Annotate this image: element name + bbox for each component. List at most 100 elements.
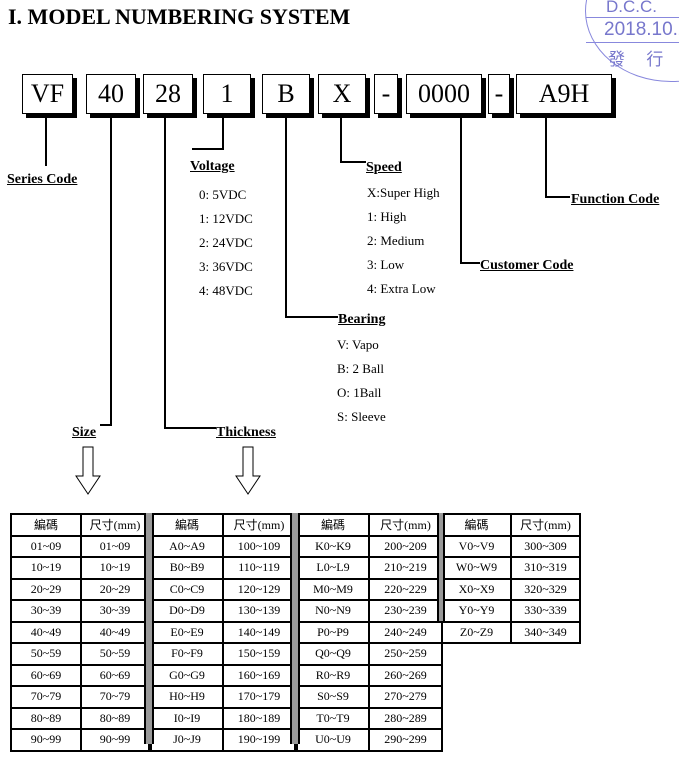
code-cell: H0~H9 xyxy=(150,685,224,709)
size-mm-header: 尺寸(mm) xyxy=(222,513,296,537)
code-cell: V0~V9 xyxy=(441,534,512,558)
dash-box: - xyxy=(488,74,510,114)
function-code-label: Function Code xyxy=(571,192,660,207)
connector-line xyxy=(545,196,570,198)
size-mm-cell: 210~219 xyxy=(368,556,443,580)
size-mm-cell: 50~59 xyxy=(80,642,150,666)
size-mm-cell: 90~99 xyxy=(80,728,150,752)
size-label: Size xyxy=(72,425,97,440)
connector-line xyxy=(340,118,342,163)
size-mm-cell: 290~299 xyxy=(368,728,443,752)
size-mm-cell: 200~209 xyxy=(368,534,443,558)
code-cell: F0~F9 xyxy=(150,642,224,666)
voltage-options: 0: 5VDC 1: 12VDC 2: 24VDC 3: 36VDC 4: 48… xyxy=(199,183,253,303)
code-cell: M0~M9 xyxy=(296,577,370,601)
size-mm-cell: 300~309 xyxy=(510,534,581,558)
connector-line xyxy=(222,118,224,150)
code-cell: X0~X9 xyxy=(441,577,512,601)
code-cell: Z0~Z9 xyxy=(441,620,512,644)
size-mm-cell: 260~269 xyxy=(368,663,443,687)
code-cell: L0~L9 xyxy=(296,556,370,580)
code-cell: G0~G9 xyxy=(150,663,224,687)
issue-stamp: D.C.C. 2018.10.29 發 行 章 xyxy=(585,0,679,82)
connector-line xyxy=(45,118,47,166)
size-mm-cell: 240~249 xyxy=(368,620,443,644)
connector-line xyxy=(285,118,287,318)
down-arrow-icon xyxy=(235,446,261,495)
voltage-option: 2: 24VDC xyxy=(199,235,253,250)
connector-line xyxy=(340,161,366,163)
customer-code-box: 0000 xyxy=(406,74,482,114)
code-header: 編碼 xyxy=(441,513,512,537)
size-mm-cell: 120~129 xyxy=(222,577,296,601)
down-arrow-icon xyxy=(75,446,101,495)
size-mm-cell: 250~259 xyxy=(368,642,443,666)
connector-line xyxy=(164,118,166,429)
code-cell: Q0~Q9 xyxy=(296,642,370,666)
voltage-label: Voltage xyxy=(190,159,235,174)
speed-option: 1: High xyxy=(367,209,407,224)
size-mm-cell: 100~109 xyxy=(222,534,296,558)
size-mm-header: 尺寸(mm) xyxy=(80,513,150,537)
size-mm-cell: 170~179 xyxy=(222,685,296,709)
size-mm-cell: 140~149 xyxy=(222,620,296,644)
code-cell: 80~89 xyxy=(10,706,82,730)
size-mm-cell: 190~199 xyxy=(222,728,296,752)
size-mm-cell: 30~39 xyxy=(80,599,150,623)
speed-option: X:Super High xyxy=(367,185,440,200)
dash-box: - xyxy=(374,74,398,114)
code-header: 編碼 xyxy=(10,513,82,537)
code-cell: K0~K9 xyxy=(296,534,370,558)
code-cell: E0~E9 xyxy=(150,620,224,644)
size-box: 40 xyxy=(86,74,136,114)
connector-line xyxy=(285,316,338,318)
code-cell: 10~19 xyxy=(10,556,82,580)
code-cell: 20~29 xyxy=(10,577,82,601)
thickness-box: 28 xyxy=(143,74,193,114)
speed-label: Speed xyxy=(366,160,402,175)
voltage-option: 4: 48VDC xyxy=(199,283,253,298)
size-mm-cell: 130~139 xyxy=(222,599,296,623)
voltage-option: 0: 5VDC xyxy=(199,187,247,202)
size-mm-cell: 310~319 xyxy=(510,556,581,580)
size-mm-cell: 320~329 xyxy=(510,577,581,601)
code-cell: 50~59 xyxy=(10,642,82,666)
table-separator xyxy=(437,513,445,621)
size-mm-cell: 340~349 xyxy=(510,620,581,644)
size-mm-cell: 01~09 xyxy=(80,534,150,558)
size-mm-cell: 330~339 xyxy=(510,599,581,623)
table-header-row: 編碼尺寸(mm) xyxy=(296,513,443,537)
code-cell: 40~49 xyxy=(10,620,82,644)
size-mm-cell: 230~239 xyxy=(368,599,443,623)
code-cell: 70~79 xyxy=(10,685,82,709)
code-cell: J0~J9 xyxy=(150,728,224,752)
connector-line xyxy=(110,118,112,426)
code-cell: N0~N9 xyxy=(296,599,370,623)
code-cell: S0~S9 xyxy=(296,685,370,709)
connector-line xyxy=(460,262,480,264)
code-cell: C0~C9 xyxy=(150,577,224,601)
bearing-label: Bearing xyxy=(338,312,386,327)
thickness-label: Thickness xyxy=(216,425,276,440)
